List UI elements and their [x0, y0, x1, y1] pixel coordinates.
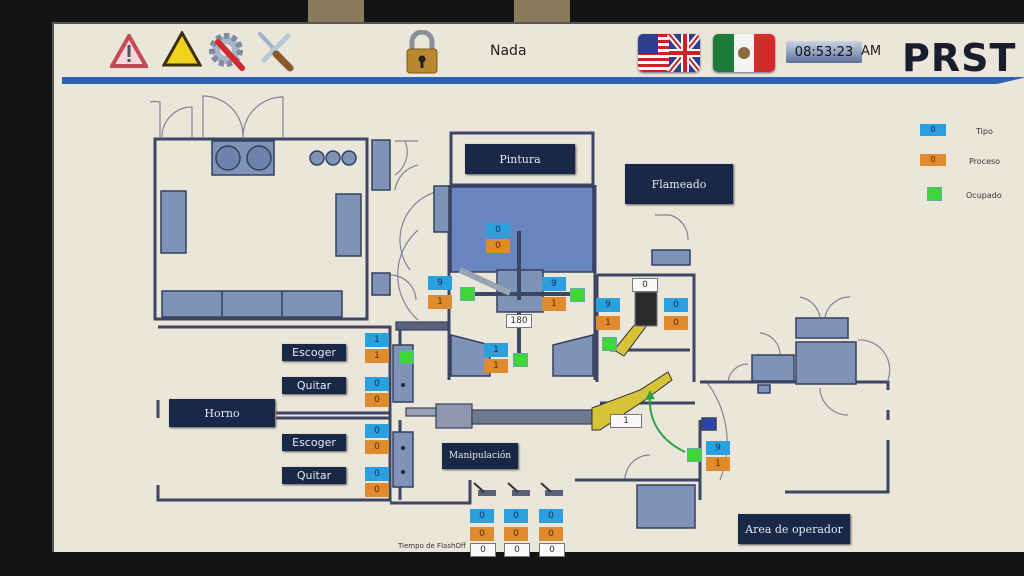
pintura-right-tipo: 9: [542, 277, 566, 291]
quitar-button-1[interactable]: Quitar: [282, 377, 346, 394]
settings-gear-icon[interactable]: [206, 30, 248, 72]
operador-ocupado: [687, 448, 702, 462]
flashoff-3-proceso: 0: [539, 527, 563, 541]
horno-ocupado-indicator: [399, 350, 414, 364]
horno2-quitar-tipo: 0: [365, 467, 389, 481]
flameado-right-tipo: 0: [664, 298, 688, 312]
legend-ocupado-swatch: [927, 187, 942, 201]
english-flag-icon[interactable]: [638, 34, 700, 72]
pintura-left-ocupado: [460, 287, 475, 301]
bezel-clip-right: [514, 0, 570, 22]
pintura-bottom-proceso: 1: [484, 359, 508, 373]
status-text: Nada: [490, 43, 527, 59]
legend-tipo-swatch: 0: [920, 124, 946, 136]
flameado-ocupado: [602, 337, 617, 351]
pintura-top-tipo: 0: [486, 223, 510, 237]
manipulacion-counter: 1: [610, 414, 642, 428]
legend-ocupado-label: Ocupado: [966, 191, 1002, 200]
horno-area-button[interactable]: Horno: [169, 399, 275, 427]
pintura-bottom-tipo: 1: [484, 343, 508, 357]
horno1-quitar-proceso: 0: [365, 393, 389, 407]
pintura-right-ocupado: [570, 288, 585, 302]
pintura-bottom-ocupado: [513, 353, 528, 367]
clock-ampm: AM: [861, 44, 882, 59]
escoger-button-2[interactable]: Escoger: [282, 434, 346, 451]
quitar-button-2[interactable]: Quitar: [282, 467, 346, 484]
horno1-quitar-tipo: 0: [365, 377, 389, 391]
operador-tipo: 9: [706, 441, 730, 455]
flameado-left-proceso: 1: [596, 316, 620, 330]
flameado-counter: 0: [632, 278, 658, 292]
pintura-left-tipo: 9: [428, 276, 452, 290]
flameado-area-button[interactable]: Flameado: [625, 164, 733, 204]
flashoff-label: Tiempo de FlashOff: [398, 542, 466, 550]
flashoff-2-tipo: 0: [504, 509, 528, 523]
flashoff-2-tiempo: 0: [504, 543, 530, 557]
lock-icon[interactable]: [404, 30, 440, 74]
horno1-escoger-tipo: 1: [365, 333, 389, 347]
operador-proceso: 1: [706, 457, 730, 471]
flameado-left-tipo: 9: [596, 298, 620, 312]
pintura-area-button[interactable]: Pintura: [465, 144, 575, 174]
horno2-escoger-tipo: 0: [365, 424, 389, 438]
horno1-escoger-proceso: 1: [365, 349, 389, 363]
pintura-left-proceso: 1: [428, 295, 452, 309]
bezel-clip-left: [308, 0, 364, 22]
pintura-angle-readout: 180: [506, 314, 532, 328]
tools-icon[interactable]: [254, 30, 296, 72]
legend-proceso-swatch: 0: [920, 154, 946, 166]
alarm-warning-icon[interactable]: [110, 34, 148, 68]
flashoff-3-tipo: 0: [539, 509, 563, 523]
prst-logo: PRST: [902, 36, 1017, 80]
escoger-button-1[interactable]: Escoger: [282, 344, 346, 361]
legend-proceso-label: Proceso: [969, 157, 1001, 166]
flashoff-1-tiempo: 0: [470, 543, 496, 557]
manipulacion-area-button[interactable]: Manipulación: [442, 443, 518, 469]
flashoff-3-tiempo: 0: [539, 543, 565, 557]
clock-display: 08:53:23: [786, 41, 862, 63]
pintura-top-proceso: 0: [486, 239, 510, 253]
operador-area-button[interactable]: Area de operador: [738, 514, 850, 544]
spanish-flag-icon[interactable]: [713, 34, 775, 72]
header-divider: [62, 77, 1024, 84]
horno2-escoger-proceso: 0: [365, 440, 389, 454]
horno2-quitar-proceso: 0: [365, 483, 389, 497]
flameado-right-proceso: 0: [664, 316, 688, 330]
flashoff-2-proceso: 0: [504, 527, 528, 541]
flashoff-1-proceso: 0: [470, 527, 494, 541]
legend-tipo-label: Tipo: [976, 127, 993, 136]
pintura-right-proceso: 1: [542, 297, 566, 311]
yellow-warning-icon[interactable]: [162, 31, 202, 69]
flashoff-1-tipo: 0: [470, 509, 494, 523]
